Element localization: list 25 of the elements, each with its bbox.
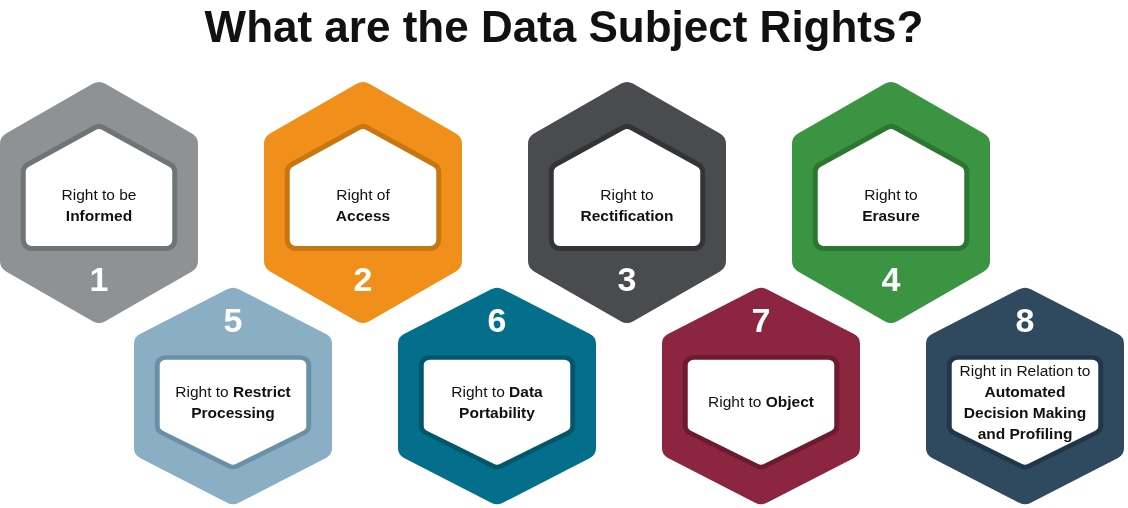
hexagon-card	[0, 80, 198, 325]
step-number: 3	[616, 259, 638, 301]
step-number: 8	[1014, 300, 1036, 341]
right-label: Right to Erasure	[861, 185, 921, 227]
hexagon-card	[264, 80, 462, 325]
hexagon-card	[662, 286, 860, 506]
right-label: Right to be Informed	[60, 185, 138, 227]
step-number: 6	[486, 300, 508, 341]
hexagon-card	[528, 80, 726, 325]
right-label: Right to Data Portability	[450, 381, 544, 423]
right-label: Right of Access	[334, 185, 392, 227]
hexagon-card	[926, 286, 1124, 506]
step-number: 7	[750, 300, 772, 341]
step-number: 2	[352, 259, 374, 301]
step-number: 1	[88, 259, 110, 301]
hexagon-card	[398, 286, 596, 506]
right-label: Right to Object	[708, 392, 814, 413]
hexagon-card	[792, 80, 990, 325]
hexagon-card	[134, 286, 332, 506]
title: What are the Data Subject Rights?	[203, 2, 925, 52]
right-label: Right in Relation to Automated Decision Making and Profiling	[958, 360, 1092, 444]
right-label: Right to Rectification	[579, 185, 675, 227]
step-number: 5	[222, 300, 244, 341]
right-label: Right to Restrict Processing	[174, 381, 292, 423]
step-number: 4	[880, 259, 902, 301]
